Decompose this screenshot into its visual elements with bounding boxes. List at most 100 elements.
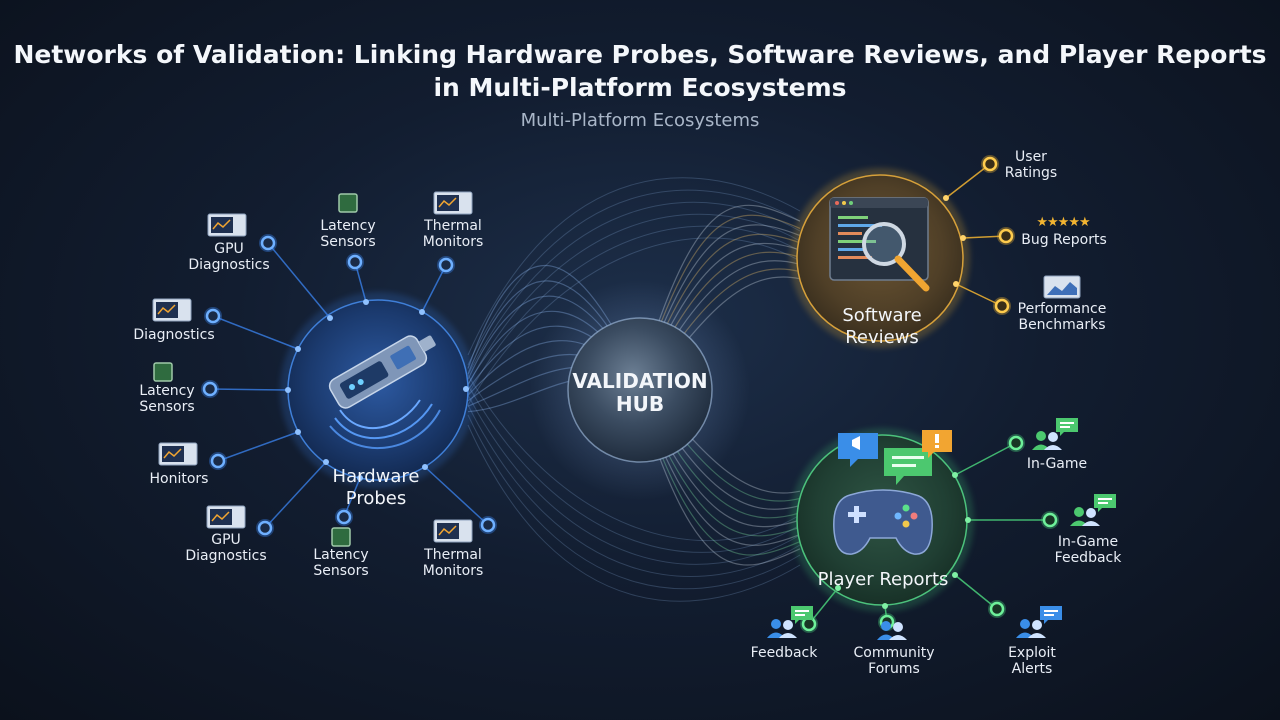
- hw-edge-dot: [363, 299, 369, 305]
- software-reviews-label: Software Reviews: [842, 305, 921, 349]
- player-reports-label: Player Reports: [817, 569, 949, 590]
- user-head-2: [1032, 620, 1042, 630]
- sw-node-dot: [994, 298, 1010, 314]
- hardware-probes-label: Hardware Probes: [333, 466, 420, 510]
- user-body-2: [1028, 633, 1046, 638]
- hw-node-dot: [336, 509, 352, 525]
- hw-node-dot: [202, 381, 218, 397]
- magnifier-icon: [862, 222, 930, 292]
- sw-spoke: [945, 163, 991, 199]
- user-head-2: [893, 622, 903, 632]
- hw-node-dot: [260, 235, 276, 251]
- pl-node-dot: [989, 601, 1005, 617]
- hw-edge-dot: [295, 429, 301, 435]
- user-head: [881, 621, 891, 631]
- flow-hw-sw: [467, 237, 801, 406]
- monitor-screen: [210, 509, 232, 525]
- hub-label: VALIDATION HUB: [572, 370, 707, 416]
- hw-node-dot: [347, 254, 363, 270]
- sw-node-label-bug-reports: Bug Reports: [1021, 232, 1107, 248]
- hw-node-dot: [210, 453, 226, 469]
- chat-line: [795, 614, 805, 616]
- chat-line: [1098, 498, 1112, 500]
- chat-line: [1060, 426, 1070, 428]
- hw-node-dot: [205, 308, 221, 324]
- flow-hw-sw: [467, 201, 801, 376]
- pl-node-dot: [1008, 435, 1024, 451]
- monitor-screen: [437, 195, 459, 211]
- page-subtitle: Multi-Platform Ecosystems: [520, 110, 760, 131]
- pl-edge-dot: [952, 572, 958, 578]
- validation-hub: [530, 280, 750, 500]
- hw-edge-dot: [419, 309, 425, 315]
- flow-hw-pl: [467, 424, 801, 602]
- pl-node-label-feedback: Feedback: [750, 645, 818, 661]
- node-dots: [201, 155, 1059, 633]
- user-head: [1020, 619, 1030, 629]
- hw-spoke: [421, 264, 447, 313]
- hw-spoke: [424, 466, 489, 526]
- pl-edge-dot: [965, 517, 971, 523]
- page-title: Networks of Validation: Linking Hardware…: [0, 38, 1280, 104]
- hw-node-label-diagnostics: Diagnostics: [133, 327, 215, 343]
- user-head-2: [1086, 508, 1096, 518]
- hw-hub-edge-dot: [463, 386, 469, 392]
- speech-bubbles-icon: [838, 430, 952, 485]
- flow-hw-pl: [467, 404, 801, 577]
- software-label-line-2: Reviews: [845, 327, 919, 348]
- chat-line: [1060, 422, 1074, 424]
- chip-icon: [331, 527, 351, 547]
- pl-spoke: [954, 442, 1017, 476]
- monitor-screen: [211, 217, 233, 233]
- title-line-2: in Multi-Platform Ecosystems: [433, 73, 847, 102]
- node-icons: [152, 191, 1116, 640]
- user-head: [771, 619, 781, 629]
- hw-spoke: [212, 315, 299, 350]
- monitor-graph: [212, 219, 231, 230]
- hub-label-line-2: HUB: [615, 392, 665, 416]
- hw-spoke: [267, 242, 331, 319]
- hw-edge-dot: [327, 315, 333, 321]
- hub-label-line-1: VALIDATION: [572, 369, 708, 393]
- gamepad-icon: [833, 489, 933, 555]
- hw-edge-dot: [295, 346, 301, 352]
- pl-node-dot: [1042, 512, 1058, 528]
- flow-hw-pl: [467, 394, 801, 565]
- flow-hw-pl: [467, 374, 801, 542]
- hw-node-dot: [480, 517, 496, 533]
- pl-node-label-in-game: In-Game: [1026, 456, 1088, 472]
- title-line-1: Networks of Validation: Linking Hardware…: [13, 40, 1267, 69]
- hw-edge-dot: [422, 464, 428, 470]
- flow-hw-pl: [467, 414, 801, 590]
- flow-hw-sw: [467, 177, 801, 356]
- sw-edge-dot: [943, 195, 949, 201]
- user-head-2: [1048, 432, 1058, 442]
- pl-edge-dot: [952, 472, 958, 478]
- hardware-label-line-2: Probes: [345, 488, 407, 509]
- flow-hw-sw: [467, 189, 801, 366]
- probe-device-icon: [328, 335, 436, 409]
- hw-spoke: [209, 388, 289, 391]
- monitor-screen: [437, 523, 459, 539]
- chat-line: [1098, 502, 1108, 504]
- sw-node-dot: [982, 156, 998, 172]
- user-body-2: [1082, 521, 1100, 526]
- validation-hub-circle: [567, 317, 713, 463]
- monitor-graph: [211, 511, 230, 522]
- hw-node-dot: [438, 257, 454, 273]
- hardware-probes-cluster: [280, 292, 476, 488]
- pl-edge-dot: [882, 603, 888, 609]
- chat-line: [1044, 610, 1058, 612]
- flow-hw-sw: [467, 225, 801, 396]
- flow-hw-pl: [467, 384, 801, 553]
- star-rating-icon: ★★★★★: [1036, 215, 1090, 230]
